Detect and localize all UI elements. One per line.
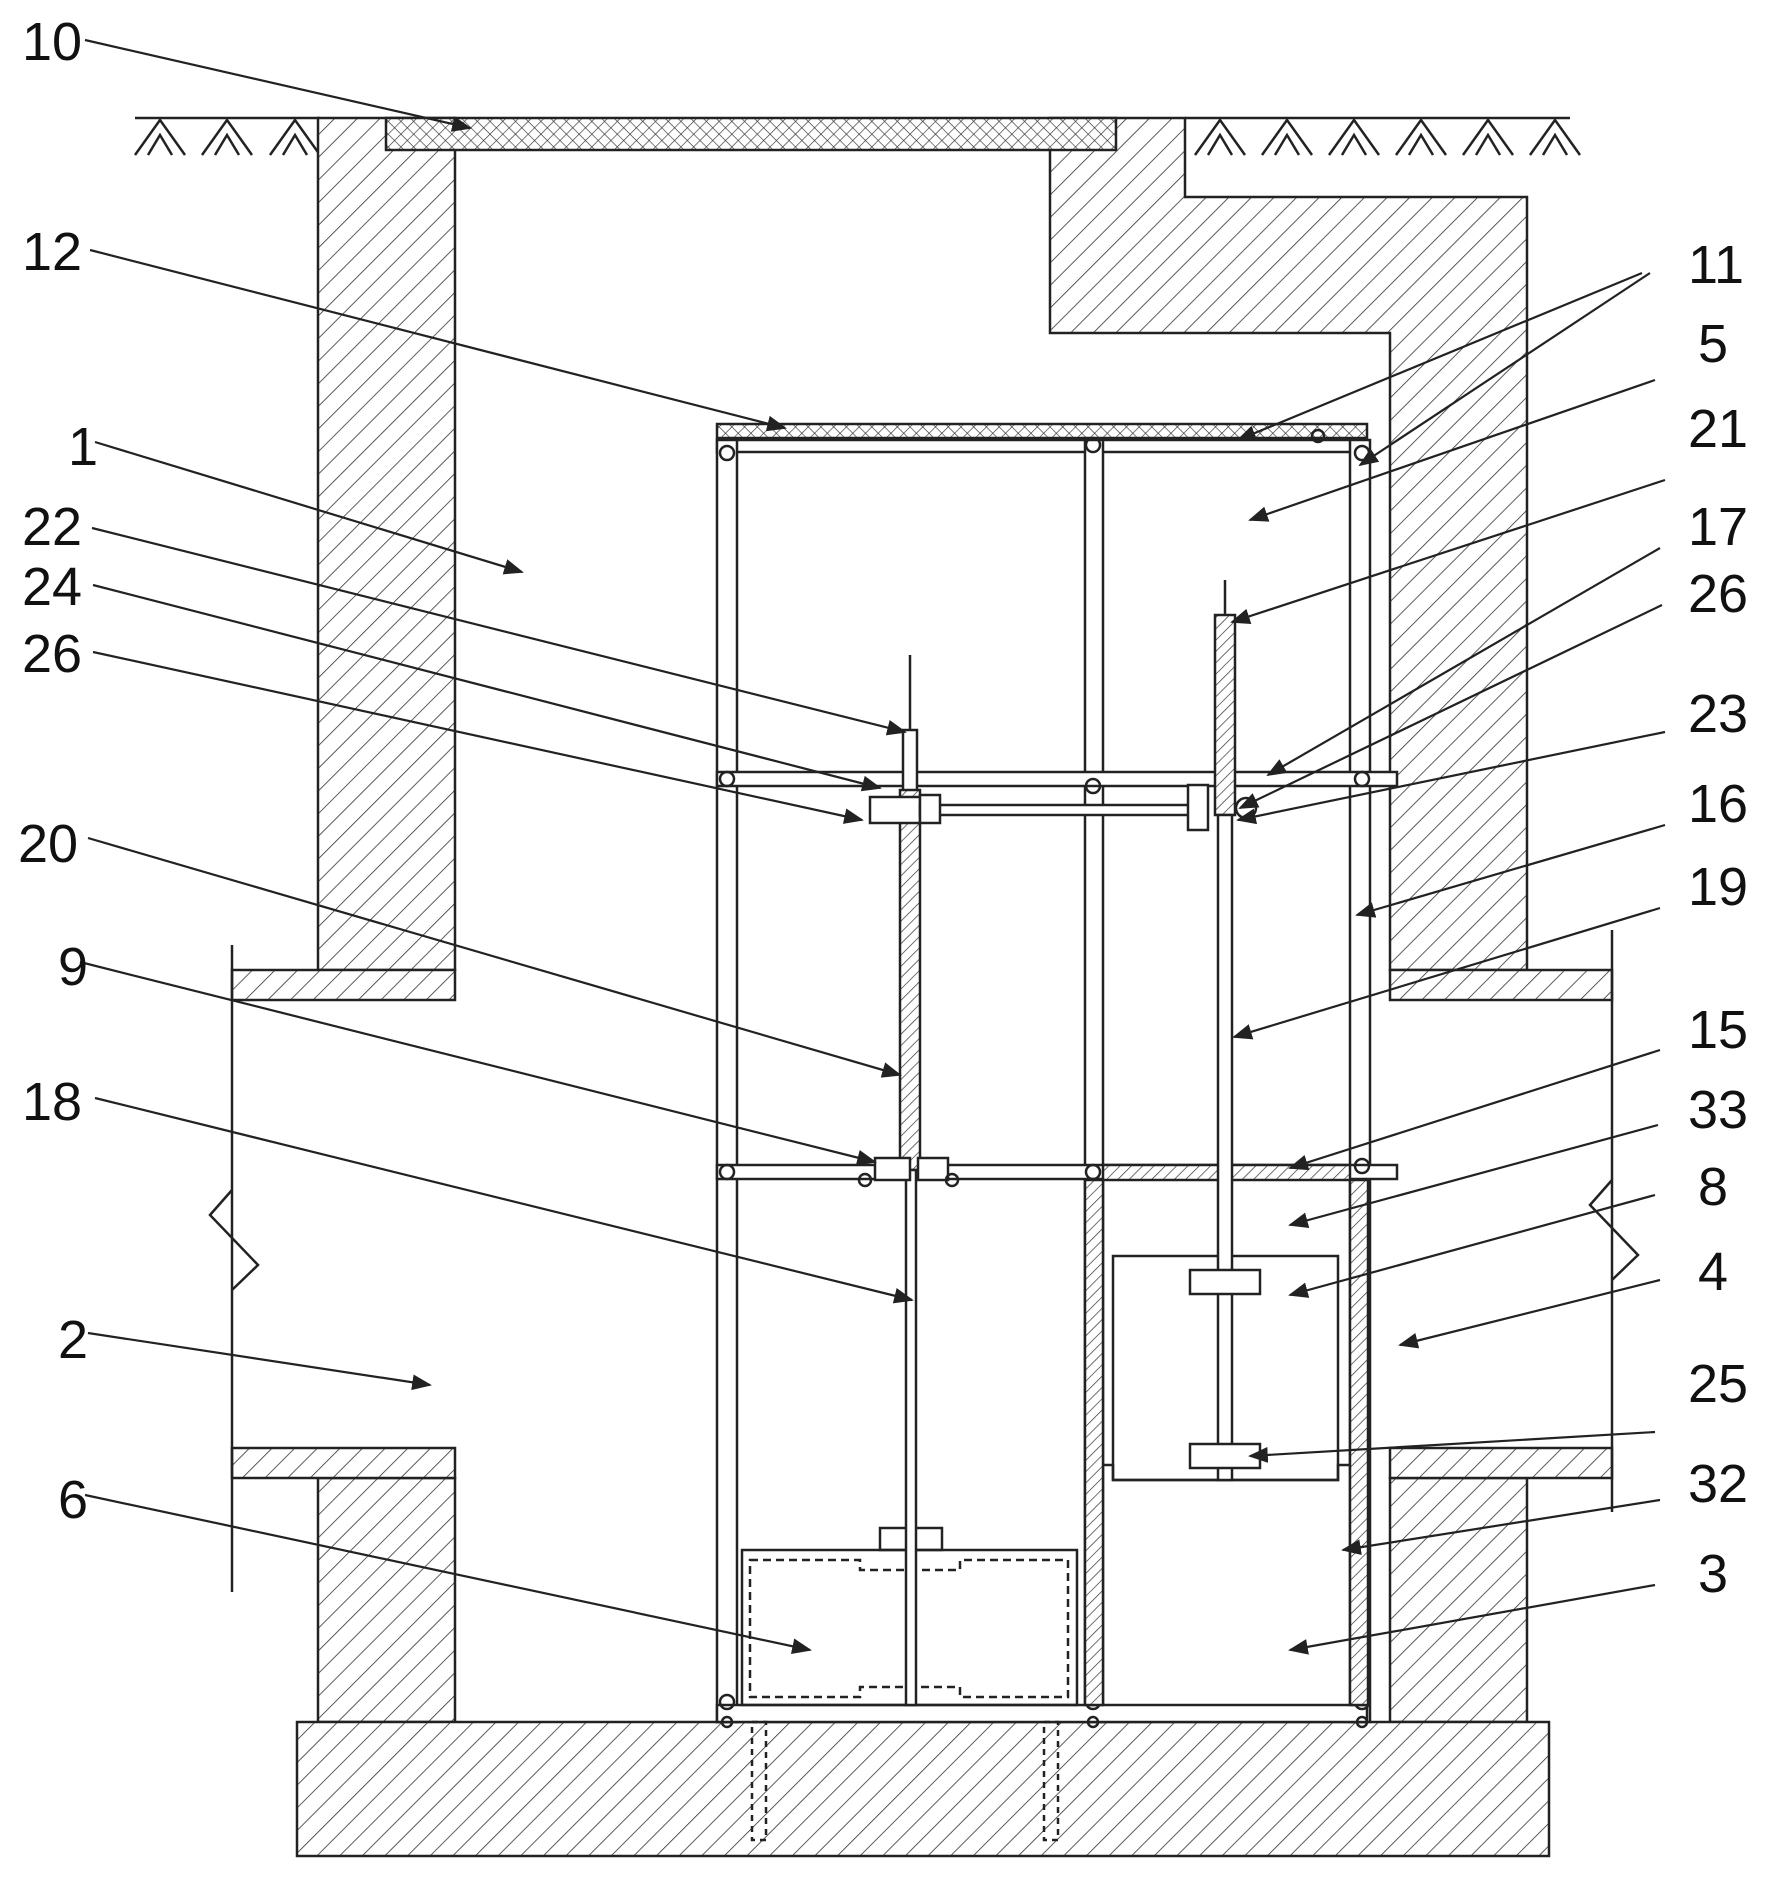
label-19: 19 xyxy=(1688,857,1748,917)
left-wall-upper xyxy=(316,116,457,972)
label-26-left: 26 xyxy=(22,624,82,684)
partition-wall-right xyxy=(1348,1178,1370,1707)
label-26-right: 26 xyxy=(1688,564,1748,624)
label-8: 8 xyxy=(1698,1157,1728,1217)
support-frame xyxy=(715,422,1399,1724)
right-shaft-assembly xyxy=(1188,580,1262,1482)
label-20: 20 xyxy=(18,814,78,874)
label-1: 1 xyxy=(68,417,98,477)
label-6: 6 xyxy=(58,1470,88,1530)
label-32: 32 xyxy=(1688,1454,1748,1514)
label-22: 22 xyxy=(22,497,82,557)
left-shaft-assembly xyxy=(857,655,960,1707)
label-25: 25 xyxy=(1688,1354,1748,1414)
right-wall-upper xyxy=(1048,116,1529,972)
label-24: 24 xyxy=(22,557,82,617)
label-11: 11 xyxy=(1688,235,1744,295)
label-23: 23 xyxy=(1688,684,1748,744)
callout-labels: 10 12 1 22 24 26 20 9 18 2 6 11 5 21 17 … xyxy=(18,12,1748,1604)
label-12: 12 xyxy=(22,222,82,282)
label-4: 4 xyxy=(1698,1242,1728,1302)
label-15: 15 xyxy=(1688,1000,1748,1060)
partition-wall-left xyxy=(1083,1178,1105,1707)
label-21: 21 xyxy=(1688,399,1748,459)
label-17: 17 xyxy=(1688,497,1748,557)
left-pipe xyxy=(208,945,457,1592)
cross-shaft xyxy=(918,783,1258,832)
base-slab xyxy=(295,1720,1551,1858)
label-9: 9 xyxy=(58,937,88,997)
well-cover xyxy=(384,116,1118,152)
label-3: 3 xyxy=(1698,1544,1728,1604)
label-5: 5 xyxy=(1698,314,1728,374)
ground-surface-symbols xyxy=(133,116,1582,156)
frame-bolts xyxy=(718,428,1371,1729)
label-2: 2 xyxy=(58,1310,88,1370)
left-wall-lower xyxy=(316,1476,457,1724)
right-pipe xyxy=(1388,930,1640,1512)
label-33: 33 xyxy=(1688,1080,1748,1140)
label-18: 18 xyxy=(22,1072,82,1132)
label-10: 10 xyxy=(22,12,82,72)
label-16: 16 xyxy=(1688,774,1748,834)
leader-lines xyxy=(79,38,1666,1655)
right-wall-lower xyxy=(1388,1476,1529,1724)
